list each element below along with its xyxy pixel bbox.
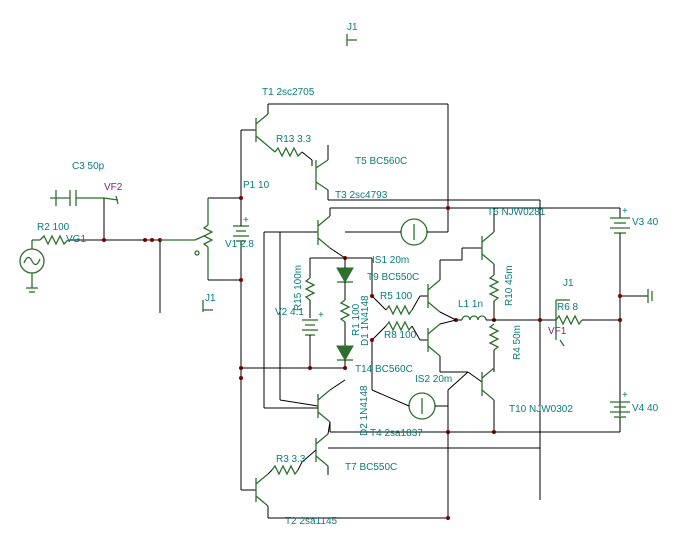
resistor-r15 — [304, 258, 316, 318]
node-dot — [618, 318, 622, 322]
label-r13: R13 3.3 — [276, 134, 312, 145]
node-dot — [343, 366, 347, 370]
resistor-r5 — [385, 295, 421, 316]
resistor-r4 — [488, 323, 500, 372]
transistor-t14 — [420, 319, 468, 373]
label-t1: T1 2sc2705 — [262, 87, 315, 98]
label-vf2: VF2 — [104, 182, 123, 193]
node-dot — [446, 206, 450, 210]
label-plus-v2: + — [318, 310, 324, 321]
node-dot — [370, 338, 374, 342]
battery-v2 — [302, 319, 318, 368]
node-dot — [239, 196, 243, 200]
resistor-r3 — [271, 461, 303, 476]
label-is1: IS1 20m — [372, 255, 410, 266]
node-dot — [538, 318, 542, 322]
node-dot — [370, 294, 374, 298]
label-r8: R8 100 — [384, 330, 417, 341]
label-plus-v4: + — [622, 390, 628, 401]
label-l1: L1 1n — [458, 299, 484, 310]
label-r5: R5 100 — [380, 291, 413, 302]
resistor-r13 — [274, 146, 313, 161]
current-source-is2 — [371, 371, 469, 432]
label-v4: V4 40 — [632, 403, 659, 414]
label-r3: R3 3.3 — [276, 454, 306, 465]
label-t4: T4 2sa1837 — [370, 428, 423, 439]
transistor-t3 — [279, 207, 620, 365]
label-vg1: VG1 — [66, 234, 87, 245]
label-plus-v1: + — [243, 215, 249, 226]
label-t2: T2 2sa1145 — [285, 516, 338, 527]
capacitor-c3 — [50, 190, 119, 240]
j1-top-terminal — [346, 34, 357, 46]
current-source-is1 — [345, 208, 449, 246]
label-t5: T5 BC560C — [355, 156, 408, 167]
label-j1-right: J1 — [563, 278, 574, 289]
transistor-t4 — [279, 365, 494, 433]
resistor-r8 — [385, 320, 421, 341]
node-dot — [102, 238, 106, 242]
transistor-t2 — [241, 432, 449, 519]
resistor-r1 — [339, 299, 351, 346]
label-d1: D1 1N4148 — [360, 295, 371, 346]
label-r2: R2 100 — [37, 222, 70, 233]
label-is2: IS2 20m — [415, 374, 453, 385]
node-dot — [239, 278, 243, 282]
label-v3: V3 40 — [632, 217, 659, 228]
label-t3: T3 2sc4793 — [335, 190, 388, 201]
resistor-r10 — [488, 274, 500, 320]
battery-v4 — [495, 401, 630, 433]
potentiometer-p1 — [194, 197, 241, 281]
label-t14: T14 BC560C — [355, 364, 413, 375]
inductor-l1 — [456, 315, 494, 321]
node-dot — [618, 294, 622, 298]
label-t10: T10 NJW0302 — [509, 404, 573, 415]
label-v1: V1 2.8 — [225, 239, 254, 250]
node-dot — [446, 516, 450, 520]
transistor-t10 — [467, 367, 495, 432]
j1-right-terminal — [620, 289, 653, 303]
label-vf1: VF1 — [548, 326, 567, 337]
label-c3: C3 50p — [72, 161, 105, 172]
label-p1: P1 10 — [243, 180, 270, 191]
label-j1-top: J1 — [347, 22, 358, 33]
j1-mid-terminal — [202, 300, 213, 312]
node-dot — [308, 366, 312, 370]
transistor-t9 — [420, 248, 463, 321]
label-t9: T9 BC550C — [367, 272, 420, 283]
label-r15: R15 100m — [293, 264, 304, 311]
transistor-t5 — [311, 145, 541, 500]
label-v2: V2 4.1 — [275, 307, 304, 318]
label-t7: T7 BC550C — [345, 462, 398, 473]
transistor-t6 — [462, 208, 495, 275]
node-dot — [239, 376, 243, 380]
resistor-r2 — [39, 234, 160, 246]
label-r4: R4 50m — [512, 324, 523, 360]
node-dot — [150, 238, 154, 242]
battery-v3 — [610, 208, 630, 416]
resistor-r6 — [555, 314, 620, 326]
diode-d2 — [336, 345, 354, 368]
transistor-t7 — [301, 421, 540, 475]
label-j1-mid: J1 — [205, 293, 216, 304]
label-r6: R6 8 — [557, 302, 579, 313]
label-t6: T6 NJW0281 — [487, 207, 546, 218]
diode-d1 — [336, 258, 354, 300]
transistor-t1 — [241, 103, 449, 208]
label-plus-v3: + — [622, 206, 628, 217]
node-dot — [143, 238, 147, 242]
signal-source-vg1 — [19, 239, 45, 293]
label-d2: D2 1N4148 — [359, 385, 370, 436]
label-r10: R10 45m — [504, 265, 515, 306]
